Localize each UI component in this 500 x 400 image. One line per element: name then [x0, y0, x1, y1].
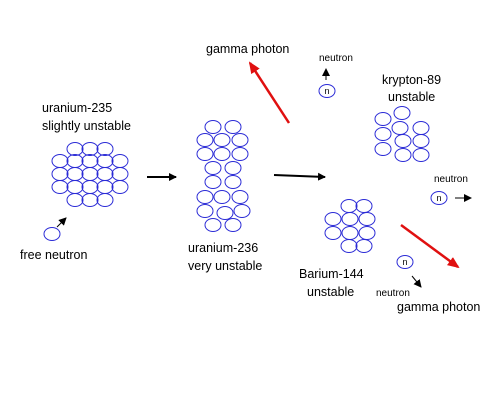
nucleon	[51, 180, 69, 194]
nucleon	[96, 193, 114, 207]
neutron-right-symbol: n	[436, 193, 441, 203]
nucleon	[51, 154, 69, 168]
barium-144-state-label: unstable	[307, 285, 354, 299]
nucleon	[81, 193, 99, 207]
barium-144-nucleus	[324, 199, 376, 253]
nucleon	[224, 218, 242, 232]
neutron-top-label: neutron	[319, 53, 353, 64]
nucleon	[374, 142, 392, 156]
free-neutron-arrow	[56, 217, 67, 228]
nucleon	[224, 175, 242, 189]
uranium-236-nucleus	[196, 120, 251, 232]
gamma-photon-top-label: gamma photon	[206, 42, 289, 56]
nucleon	[374, 127, 392, 141]
nucleon	[358, 226, 376, 240]
nucleon	[204, 175, 222, 189]
nucleon	[81, 142, 99, 156]
nucleon	[358, 212, 376, 226]
nucleon	[355, 199, 373, 213]
neutron-top-particle	[318, 84, 336, 98]
nucleon	[393, 106, 411, 120]
nucleon	[111, 167, 129, 181]
nucleon	[391, 121, 409, 135]
nucleon	[81, 167, 99, 181]
uranium-236-name-label: uranium-236	[188, 241, 258, 255]
nucleon	[231, 133, 249, 147]
nucleon	[66, 142, 84, 156]
nucleon	[66, 154, 84, 168]
neutron-right-particle	[430, 191, 448, 205]
nucleon	[196, 204, 214, 218]
nucleon	[231, 147, 249, 161]
nucleon	[196, 147, 214, 161]
nucleon	[81, 154, 99, 168]
neutron-bottom-arrow	[411, 275, 422, 288]
nucleon	[96, 180, 114, 194]
gamma-photon-bottom-arrow	[400, 223, 460, 269]
uranium-236-state-label: very unstable	[188, 259, 262, 273]
nucleon	[394, 134, 412, 148]
krypton-89-state-label: unstable	[388, 90, 435, 104]
nucleon	[213, 190, 231, 204]
nucleon	[340, 239, 358, 253]
nucleon	[66, 180, 84, 194]
nucleon	[374, 112, 392, 126]
nucleon	[412, 134, 430, 148]
uranium-235-name-label: uranium-235	[42, 101, 112, 115]
nucleon	[204, 161, 222, 175]
neutron-right-label: neutron	[434, 174, 468, 185]
nucleon	[412, 148, 430, 162]
krypton-89-name-label: krypton-89	[382, 73, 441, 87]
nucleon	[355, 239, 373, 253]
neutron-top-symbol: n	[324, 86, 329, 96]
nucleon	[111, 180, 129, 194]
neutron-bottom-particle	[396, 255, 414, 269]
nucleon	[231, 190, 249, 204]
nucleon	[224, 161, 242, 175]
nucleon	[96, 167, 114, 181]
nucleon	[96, 142, 114, 156]
nucleon	[224, 120, 242, 134]
nucleon	[96, 154, 114, 168]
nucleon	[204, 120, 222, 134]
krypton-89-nucleus	[374, 106, 430, 162]
nucleon	[341, 226, 359, 240]
gamma-photon-top-arrow	[248, 61, 291, 124]
nucleon	[204, 218, 222, 232]
nucleon	[394, 148, 412, 162]
nucleon	[66, 167, 84, 181]
nucleon	[196, 133, 214, 147]
nucleon	[324, 212, 342, 226]
reaction-arrow-2	[273, 172, 326, 181]
neutron-bottom-label: neutron	[376, 288, 410, 299]
nucleon	[111, 154, 129, 168]
nucleon	[412, 121, 430, 135]
nucleon	[51, 167, 69, 181]
nucleon	[213, 133, 231, 147]
free-neutron-particle	[43, 227, 61, 241]
nucleon	[81, 180, 99, 194]
nucleon	[340, 199, 358, 213]
gamma-photon-bottom-label: gamma photon	[397, 300, 480, 314]
neutron-bottom-symbol: n	[402, 257, 407, 267]
free-neutron-label: free neutron	[20, 248, 87, 262]
nucleon	[324, 226, 342, 240]
uranium-235-nucleus	[51, 142, 129, 207]
nucleon	[233, 204, 251, 218]
nucleon	[66, 193, 84, 207]
nucleon	[196, 190, 214, 204]
barium-144-name-label: Barium-144	[299, 267, 364, 281]
nucleon	[216, 206, 234, 220]
uranium-235-state-label: slightly unstable	[42, 119, 131, 133]
nucleon	[213, 147, 231, 161]
nucleon	[341, 212, 359, 226]
